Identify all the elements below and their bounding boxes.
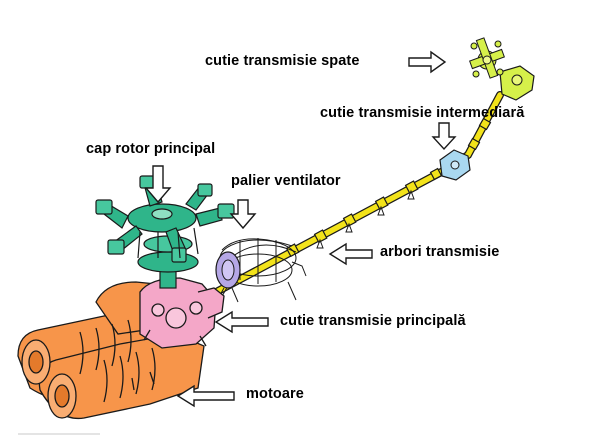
arrow-drive-shafts	[328, 242, 373, 266]
arrow-fan-bearing	[229, 199, 257, 230]
arrow-intermediate-gearbox	[431, 122, 457, 151]
tail-gearbox	[469, 37, 535, 101]
main-rotor-head	[95, 175, 235, 289]
arrow-main-rotor-head	[144, 165, 172, 204]
arrow-engines	[176, 384, 235, 408]
label-fan-bearing: palier ventilator	[231, 173, 341, 189]
arrow-tail-gearbox	[408, 50, 447, 74]
label-main-rotor-head: cap rotor principal	[86, 141, 216, 157]
drive-shaft	[201, 91, 504, 302]
label-drive-shafts: arbori transmisie	[380, 244, 500, 260]
main-gearbox	[139, 277, 225, 349]
label-main-gearbox: cutie transmisie principală	[280, 313, 466, 329]
intermediate-gearbox	[439, 149, 471, 181]
arrow-main-gearbox	[214, 310, 269, 334]
label-tail-gearbox: cutie transmisie spate	[205, 53, 360, 69]
label-engines: motoare	[246, 386, 304, 402]
label-intermediate-gearbox: cutie transmisie intermediară	[320, 105, 525, 121]
fan	[215, 251, 241, 303]
